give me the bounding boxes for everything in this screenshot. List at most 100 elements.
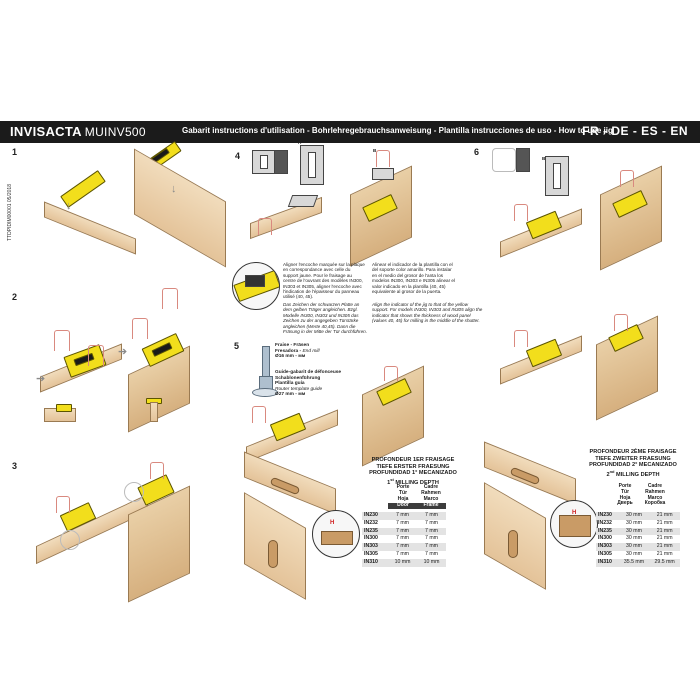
model-cell: IN300 — [364, 535, 378, 542]
model-cell: IN235 — [596, 527, 619, 536]
template-plate-b — [545, 156, 569, 196]
table-row: IN300 7 mm 7 mm — [362, 535, 446, 543]
down-arrow-icon: ↓ — [66, 200, 72, 212]
frame-depth-cell: 7 mm — [417, 512, 446, 520]
detail-magnifier — [232, 262, 280, 310]
title-description: Gabarit instructions d'utilisation - Boh… — [182, 126, 613, 135]
down-arrow-icon: ↓ — [171, 183, 177, 195]
door-depth-cell: 35.5 mm — [618, 558, 650, 567]
step-number-3: 3 — [12, 461, 18, 471]
router-guide-label: Guide-gabarit de défonceuse Schablonenfü… — [275, 370, 342, 398]
step-4-note-de: Das Zeichen der schwarzen Platte an dem … — [283, 302, 368, 335]
step-number-1: 1 — [12, 147, 18, 157]
model-cell: IN305 — [598, 550, 612, 557]
door-depth-cell: 7 mm — [388, 543, 417, 551]
frame-depth-cell: 7 mm — [425, 519, 438, 526]
depth-mark-h: H — [572, 510, 577, 516]
table-row: IN232 7 mm 7 mm — [362, 520, 446, 528]
right-arrow-icon: ➔ — [36, 373, 46, 385]
door-depth-cell: 7 mm — [396, 519, 409, 526]
door-depth-cell: 7 mm — [388, 527, 417, 536]
table-row: IN305 30 mm 21 mm — [596, 551, 680, 559]
rotate-handle-icon — [60, 530, 80, 550]
plate-label-a: A — [298, 140, 302, 145]
door-depth-cell: 30 mm — [626, 535, 642, 542]
end-mill-icon — [262, 346, 270, 378]
model-cell: IN230 — [596, 512, 619, 520]
step-4-note-fr: Aligner l'encoche marquée sur la plaque … — [283, 262, 365, 300]
language-codes: FR - DE - ES - EN — [582, 124, 688, 138]
frame-depth-cell: 21 mm — [649, 512, 680, 520]
frame-depth-cell: 21 mm — [656, 550, 673, 557]
document-code: TTDPIDIM00001 05/2018 — [7, 184, 13, 241]
frame-depth-cell: 21 mm — [656, 535, 673, 542]
door-depth-cell: 30 mm — [618, 512, 650, 520]
frame-depth-cell: 21 mm — [656, 519, 673, 526]
frame-depth-cell: 7 mm — [417, 527, 446, 536]
door-depth-cell: 7 mm — [396, 550, 409, 557]
model-cell: IN303 — [596, 543, 619, 551]
rotate-plate-icon — [492, 148, 516, 172]
depth-detail-magnifier — [312, 510, 360, 558]
model-cell: IN235 — [362, 527, 389, 536]
step-4-note-en: Align the indicator of the jig to that o… — [372, 302, 483, 324]
door-depth-cell: 10 mm — [388, 558, 417, 567]
table-row: IN232 30 mm 21 mm — [596, 520, 680, 528]
door-depth-cell: 30 mm — [618, 527, 650, 536]
frame-depth-cell: 7 mm — [425, 550, 438, 557]
model-cell: IN232 — [598, 519, 612, 526]
frame-depth-cell: 21 mm — [649, 527, 680, 536]
door-depth-cell: 7 mm — [396, 535, 409, 542]
door-depth-cell: 7 mm — [388, 512, 417, 520]
template-plate-b — [300, 145, 324, 185]
model-cell: IN303 — [362, 543, 389, 551]
table-1-title: PROFONDEUR 1ER FRAISAGE TIEFE ERSTER FRA… — [369, 457, 457, 486]
step-number-5: 5 — [234, 341, 240, 351]
rotate-handle-icon — [124, 482, 144, 502]
door-depth-cell: 30 mm — [626, 519, 642, 526]
step-number-2: 2 — [12, 292, 18, 302]
frame-depth-cell: 10 mm — [417, 558, 446, 567]
model-cell: IN310 — [596, 558, 619, 567]
step-number-4: 4 — [235, 151, 241, 161]
frame-depth-cell: 29.5 mm — [649, 558, 680, 567]
table-row: IN305 7 mm 7 mm — [362, 551, 446, 559]
door-depth-cell: 30 mm — [626, 550, 642, 557]
plate-label-b: B — [542, 156, 546, 161]
table-row: IN300 30 mm 21 mm — [596, 535, 680, 543]
template-guide-icon — [252, 388, 278, 397]
model-code: MUINV500 — [84, 125, 146, 139]
frame-depth-cell: 21 mm — [649, 543, 680, 551]
model-cell: IN230 — [362, 512, 389, 520]
step-number-6: 6 — [474, 147, 480, 157]
depth-detail-magnifier — [550, 500, 598, 548]
model-cell: IN305 — [364, 550, 378, 557]
model-cell: IN300 — [598, 535, 612, 542]
plate-label-b: B — [373, 148, 377, 153]
frame-depth-cell: 7 mm — [425, 535, 438, 542]
step-4-note-es: Alinear el indicador de la plantilla con… — [372, 262, 455, 295]
template-plate-a — [252, 150, 276, 174]
right-arrow-icon: ➔ — [118, 346, 128, 358]
model-cell: IN232 — [364, 519, 378, 526]
model-cell: IN310 — [362, 558, 389, 567]
frame-depth-cell: 7 mm — [417, 543, 446, 551]
depth-mark-h: H — [330, 520, 335, 526]
